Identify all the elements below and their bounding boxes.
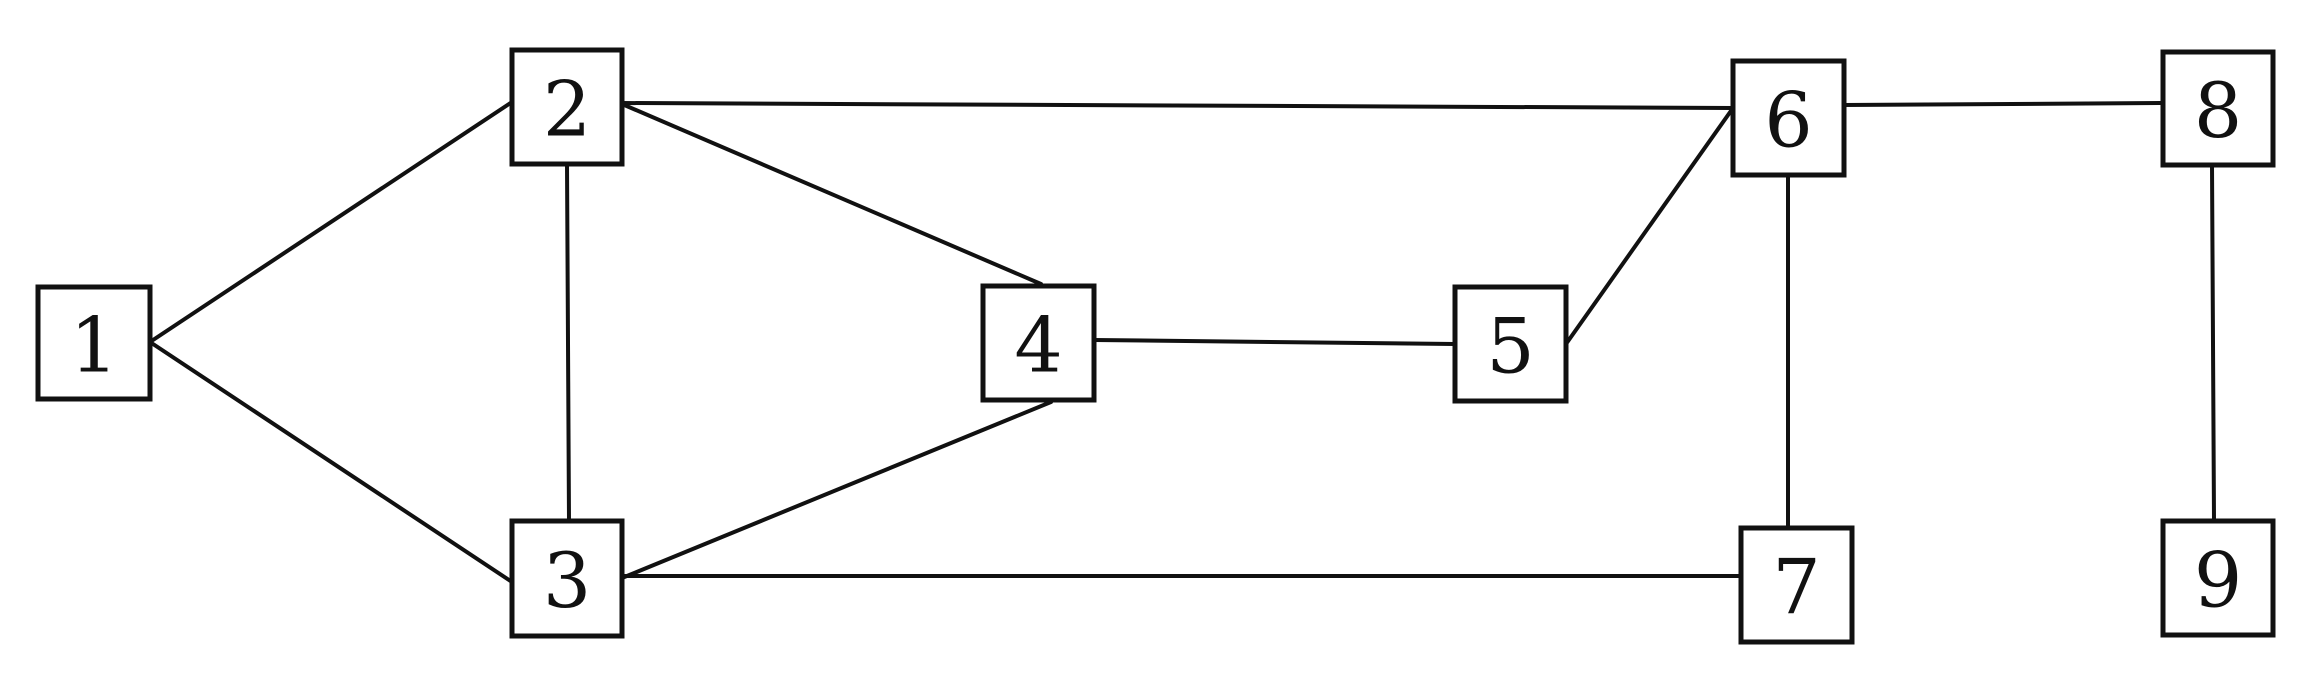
- edge-5-6: [1564, 106, 1735, 346]
- edge-6-8: [1842, 101, 2165, 107]
- edge-2-6: [620, 101, 1735, 110]
- node-box-9: [2160, 518, 2276, 638]
- nodes-layer: 1 2 3 4 5 6 7 8 9: [35, 47, 2276, 645]
- node-label-6: 6: [1764, 76, 1812, 165]
- node-box-1: [35, 284, 153, 402]
- node-label-4: 4: [1014, 301, 1062, 390]
- node-5: 5: [1452, 284, 1569, 404]
- node-label-5: 5: [1486, 302, 1534, 391]
- node-box-2: [509, 47, 625, 167]
- node-9: 9: [2160, 518, 2276, 638]
- node-box-5: [1452, 284, 1569, 404]
- node-3: 3: [509, 518, 625, 639]
- edge-1-3: [148, 340, 514, 584]
- node-label-2: 2: [543, 65, 591, 154]
- node-label-9: 9: [2194, 536, 2242, 625]
- node-1: 1: [35, 284, 153, 402]
- node-box-7: [1738, 525, 1855, 645]
- edge-8-9: [2210, 163, 2216, 523]
- node-label-3: 3: [543, 536, 591, 625]
- edge-3-4: [620, 400, 1053, 580]
- edges-layer: [148, 100, 2216, 584]
- node-box-8: [2160, 49, 2276, 168]
- edge-2-3: [565, 162, 571, 523]
- node-label-8: 8: [2194, 66, 2242, 155]
- node-7: 7: [1738, 525, 1855, 645]
- node-2: 2: [509, 47, 625, 167]
- node-6: 6: [1730, 58, 1847, 178]
- node-label-7: 7: [1772, 543, 1820, 632]
- node-label-1: 1: [70, 301, 118, 390]
- edge-2-4: [620, 102, 1043, 286]
- node-8: 8: [2160, 49, 2276, 168]
- edge-4-5: [1092, 338, 1457, 346]
- node-box-6: [1730, 58, 1847, 178]
- edge-1-2: [148, 100, 514, 344]
- node-box-3: [509, 518, 625, 639]
- node-4: 4: [980, 283, 1097, 403]
- node-box-4: [980, 283, 1097, 403]
